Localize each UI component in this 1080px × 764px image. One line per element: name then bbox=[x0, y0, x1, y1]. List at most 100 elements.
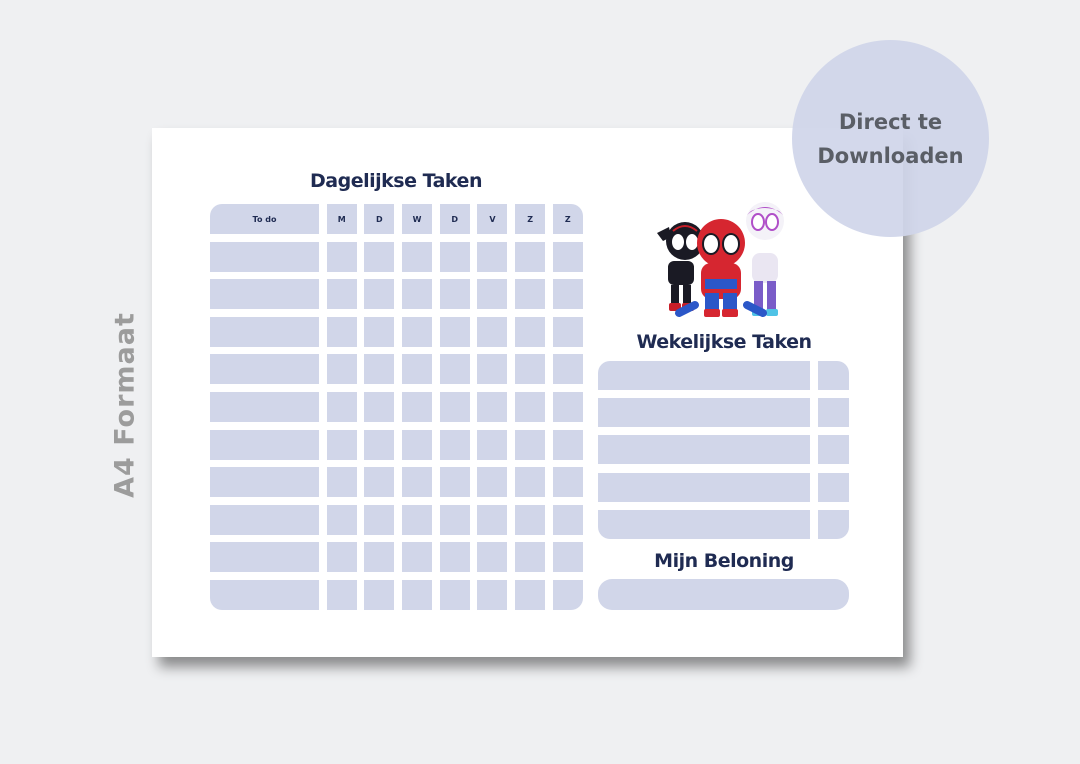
day-checkbox-cell bbox=[326, 467, 357, 498]
day-checkbox-cell bbox=[364, 429, 395, 460]
day-checkbox-cell bbox=[402, 391, 433, 422]
spidey-and-friends-illustration bbox=[657, 202, 784, 317]
day-checkbox-cell bbox=[477, 241, 508, 272]
day-checkbox-cell bbox=[439, 241, 470, 272]
header-cell-day: D bbox=[364, 204, 395, 234]
day-checkbox-cell bbox=[477, 429, 508, 460]
header-cell-day: M bbox=[326, 204, 357, 234]
day-checkbox-cell bbox=[552, 241, 583, 272]
task-cell bbox=[210, 354, 319, 385]
day-checkbox-cell bbox=[402, 429, 433, 460]
weekly-check-cell bbox=[818, 398, 849, 428]
day-checkbox-cell bbox=[326, 579, 357, 610]
weekly-task-cell bbox=[598, 398, 810, 428]
weekly-tasks-grid bbox=[598, 361, 849, 539]
day-checkbox-cell bbox=[326, 316, 357, 347]
hero-center-figure bbox=[675, 219, 767, 317]
day-checkbox-cell bbox=[326, 542, 357, 573]
day-checkbox-cell bbox=[439, 542, 470, 573]
day-checkbox-cell bbox=[477, 316, 508, 347]
day-checkbox-cell bbox=[552, 279, 583, 310]
badge-line-2: Downloaden bbox=[817, 143, 964, 168]
weekly-task-cell bbox=[598, 472, 810, 502]
day-checkbox-cell bbox=[326, 429, 357, 460]
reward-title: Mijn Beloning bbox=[654, 550, 794, 572]
day-checkbox-cell bbox=[439, 391, 470, 422]
day-checkbox-cell bbox=[515, 354, 546, 385]
day-checkbox-cell bbox=[552, 316, 583, 347]
weekly-task-cell bbox=[598, 435, 810, 465]
day-checkbox-cell bbox=[477, 467, 508, 498]
task-cell bbox=[210, 504, 319, 535]
format-label: A4 Formaat bbox=[109, 312, 141, 498]
day-checkbox-cell bbox=[364, 354, 395, 385]
weekly-check-cell bbox=[818, 509, 849, 539]
day-checkbox-cell bbox=[439, 504, 470, 535]
day-checkbox-cell bbox=[364, 279, 395, 310]
day-checkbox-cell bbox=[515, 391, 546, 422]
task-cell bbox=[210, 467, 319, 498]
header-cell-day: Z bbox=[515, 204, 546, 234]
day-checkbox-cell bbox=[552, 467, 583, 498]
day-checkbox-cell bbox=[552, 354, 583, 385]
task-cell bbox=[210, 579, 319, 610]
day-checkbox-cell bbox=[326, 391, 357, 422]
day-checkbox-cell bbox=[477, 354, 508, 385]
day-checkbox-cell bbox=[477, 504, 508, 535]
day-checkbox-cell bbox=[364, 241, 395, 272]
header-cell-day: Z bbox=[552, 204, 583, 234]
header-cell-day: D bbox=[439, 204, 470, 234]
day-checkbox-cell bbox=[515, 467, 546, 498]
day-checkbox-cell bbox=[477, 279, 508, 310]
day-checkbox-cell bbox=[402, 579, 433, 610]
day-checkbox-cell bbox=[515, 316, 546, 347]
day-checkbox-cell bbox=[477, 579, 508, 610]
weekly-task-cell bbox=[598, 361, 810, 390]
day-checkbox-cell bbox=[364, 579, 395, 610]
day-checkbox-cell bbox=[364, 316, 395, 347]
day-checkbox-cell bbox=[402, 354, 433, 385]
day-checkbox-cell bbox=[326, 279, 357, 310]
day-checkbox-cell bbox=[515, 504, 546, 535]
day-checkbox-cell bbox=[515, 542, 546, 573]
day-checkbox-cell bbox=[552, 429, 583, 460]
task-cell bbox=[210, 542, 319, 573]
day-checkbox-cell bbox=[364, 391, 395, 422]
day-checkbox-cell bbox=[402, 542, 433, 573]
day-checkbox-cell bbox=[515, 429, 546, 460]
day-checkbox-cell bbox=[477, 391, 508, 422]
task-cell bbox=[210, 241, 319, 272]
day-checkbox-cell bbox=[439, 354, 470, 385]
day-checkbox-cell bbox=[552, 542, 583, 573]
day-checkbox-cell bbox=[364, 542, 395, 573]
reward-field bbox=[598, 579, 849, 610]
day-checkbox-cell bbox=[439, 429, 470, 460]
download-badge: Direct te Downloaden bbox=[792, 40, 989, 237]
day-checkbox-cell bbox=[402, 241, 433, 272]
daily-tasks-title: Dagelijkse Taken bbox=[310, 170, 482, 192]
day-checkbox-cell bbox=[477, 542, 508, 573]
weekly-check-cell bbox=[818, 361, 849, 390]
day-checkbox-cell bbox=[515, 241, 546, 272]
weekly-task-cell bbox=[598, 509, 810, 539]
day-checkbox-cell bbox=[439, 279, 470, 310]
hero-left-figure bbox=[657, 222, 704, 311]
task-cell bbox=[210, 316, 319, 347]
day-checkbox-cell bbox=[402, 316, 433, 347]
day-checkbox-cell bbox=[515, 279, 546, 310]
header-cell-day: V bbox=[477, 204, 508, 234]
day-checkbox-cell bbox=[439, 579, 470, 610]
day-checkbox-cell bbox=[326, 241, 357, 272]
hero-right-figure bbox=[746, 202, 784, 316]
day-checkbox-cell bbox=[364, 504, 395, 535]
day-checkbox-cell bbox=[439, 467, 470, 498]
day-checkbox-cell bbox=[326, 354, 357, 385]
day-checkbox-cell bbox=[402, 467, 433, 498]
task-cell bbox=[210, 429, 319, 460]
day-checkbox-cell bbox=[552, 579, 583, 610]
weekly-check-cell bbox=[818, 435, 849, 465]
badge-line-1: Direct te bbox=[838, 109, 943, 134]
day-checkbox-cell bbox=[552, 504, 583, 535]
day-checkbox-cell bbox=[364, 467, 395, 498]
